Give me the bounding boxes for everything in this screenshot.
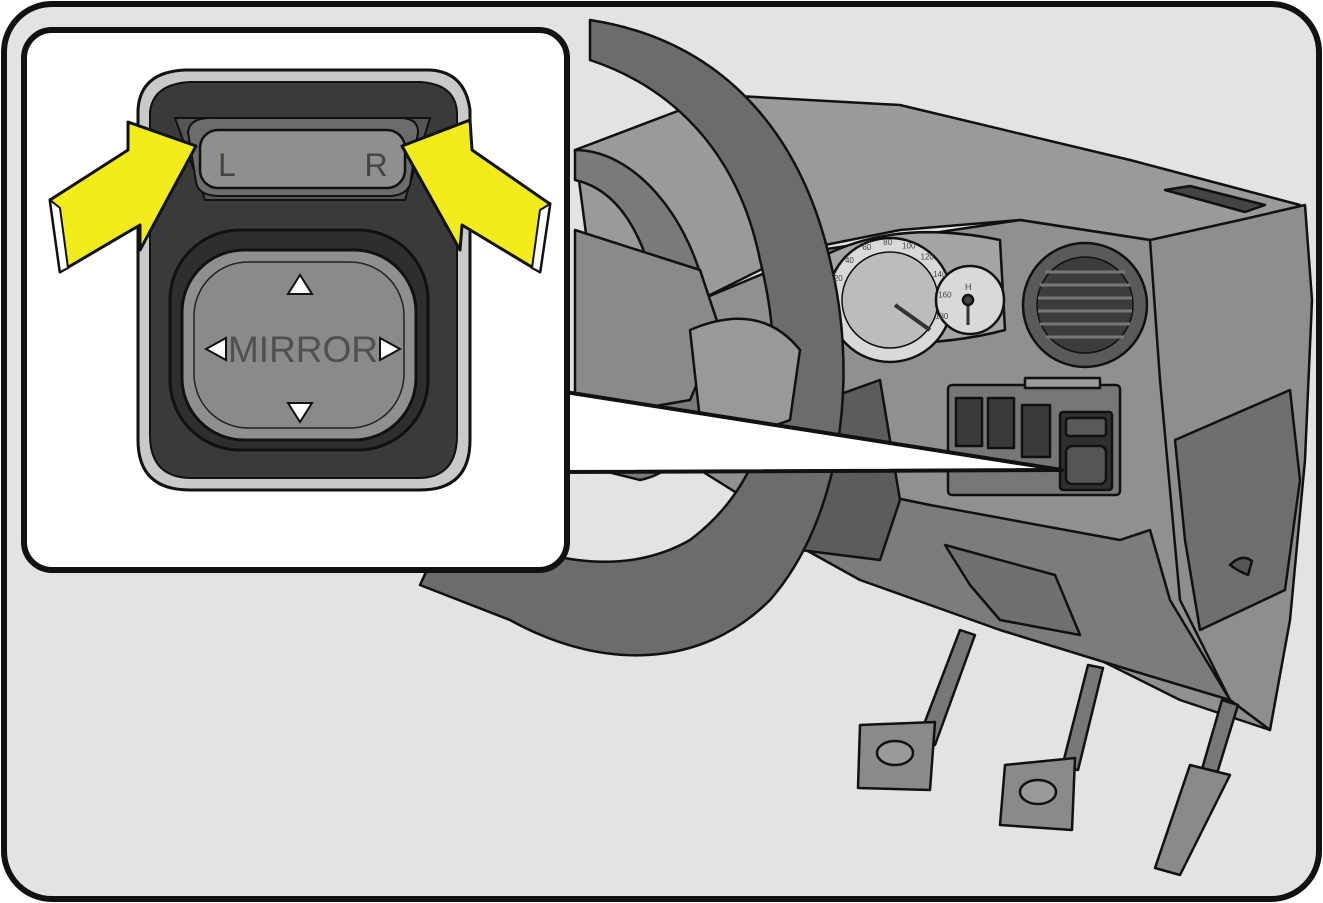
left-pointer-arrow bbox=[48, 120, 198, 274]
left-mirror-label: L bbox=[218, 147, 236, 183]
dashboard-scene bbox=[418, 18, 1314, 877]
speedometer-tick-label: 180 bbox=[935, 312, 949, 321]
right-arrow-icon bbox=[379, 336, 403, 362]
down-arrow-icon bbox=[286, 402, 314, 424]
clutch-pedal bbox=[856, 628, 977, 792]
lr-selector-knob bbox=[198, 128, 407, 190]
speedometer-tick-label: 20 bbox=[834, 274, 843, 283]
speedometer-tick-label: 80 bbox=[883, 238, 892, 247]
left-arrow-icon bbox=[203, 336, 227, 362]
defrost-vent bbox=[1163, 184, 1267, 214]
speedometer-tick-label: 120 bbox=[921, 252, 935, 261]
speedometer-tick-label: 60 bbox=[862, 243, 871, 252]
mirror-switch-zoom: L R MIRROR bbox=[136, 68, 472, 492]
speedometer-tick-label: 100 bbox=[902, 241, 916, 250]
speedometer-tick-label: 160 bbox=[938, 291, 952, 300]
mirror-knob-label: MIRROR bbox=[228, 329, 378, 370]
switch-blank-2 bbox=[986, 396, 1016, 450]
temperature-hot-label: H bbox=[965, 282, 972, 292]
speedometer-tick-label: 140 bbox=[933, 270, 947, 279]
glovebox-handle bbox=[1228, 556, 1254, 577]
hazard-bar bbox=[1023, 376, 1102, 390]
steering-wheel bbox=[418, 18, 845, 657]
right-mirror-label: R bbox=[364, 147, 387, 183]
speedometer-tick-label: 40 bbox=[845, 256, 854, 265]
brake-pedal bbox=[998, 663, 1105, 832]
storage-tray bbox=[943, 543, 1082, 637]
right-pointer-arrow bbox=[400, 118, 552, 274]
glovebox bbox=[1173, 388, 1302, 632]
switch-blank-3 bbox=[1020, 403, 1052, 459]
accelerator-pedal bbox=[1153, 698, 1240, 877]
up-arrow-icon bbox=[286, 273, 314, 295]
speedometer-needle bbox=[893, 303, 932, 332]
switch-blank-1 bbox=[954, 396, 984, 448]
